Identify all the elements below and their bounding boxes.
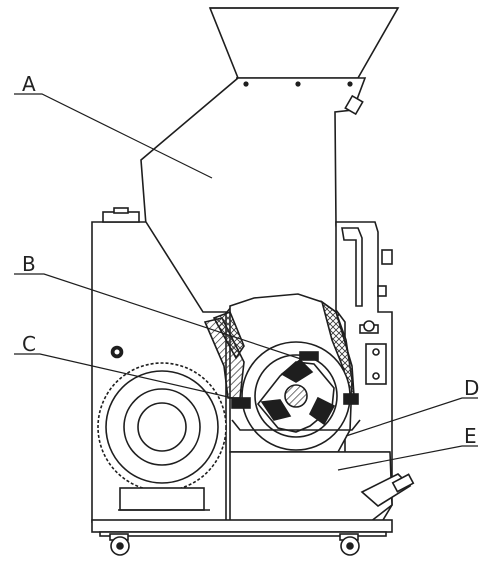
leader-A	[14, 93, 213, 179]
base-frame	[91, 519, 393, 533]
screen	[231, 419, 361, 431]
label-D: D	[464, 376, 480, 400]
leader-E	[337, 445, 478, 471]
label-A: A	[22, 72, 36, 96]
stator-knife-right	[343, 393, 359, 405]
side-lever	[341, 227, 363, 307]
rotor-hub	[284, 384, 308, 408]
collection-bin	[229, 451, 393, 523]
leader-B	[14, 273, 305, 361]
label-E: E	[464, 424, 477, 448]
motor-base	[119, 487, 205, 511]
leader-D	[345, 397, 478, 437]
hopper-funnel	[208, 7, 400, 79]
wheel-right	[339, 533, 360, 556]
leader-C	[14, 353, 251, 403]
hopper-knob	[344, 94, 364, 116]
label-C: C	[22, 332, 36, 356]
wheel-left	[109, 533, 130, 556]
stator-knife-left	[231, 397, 251, 409]
label-B: B	[22, 252, 36, 276]
